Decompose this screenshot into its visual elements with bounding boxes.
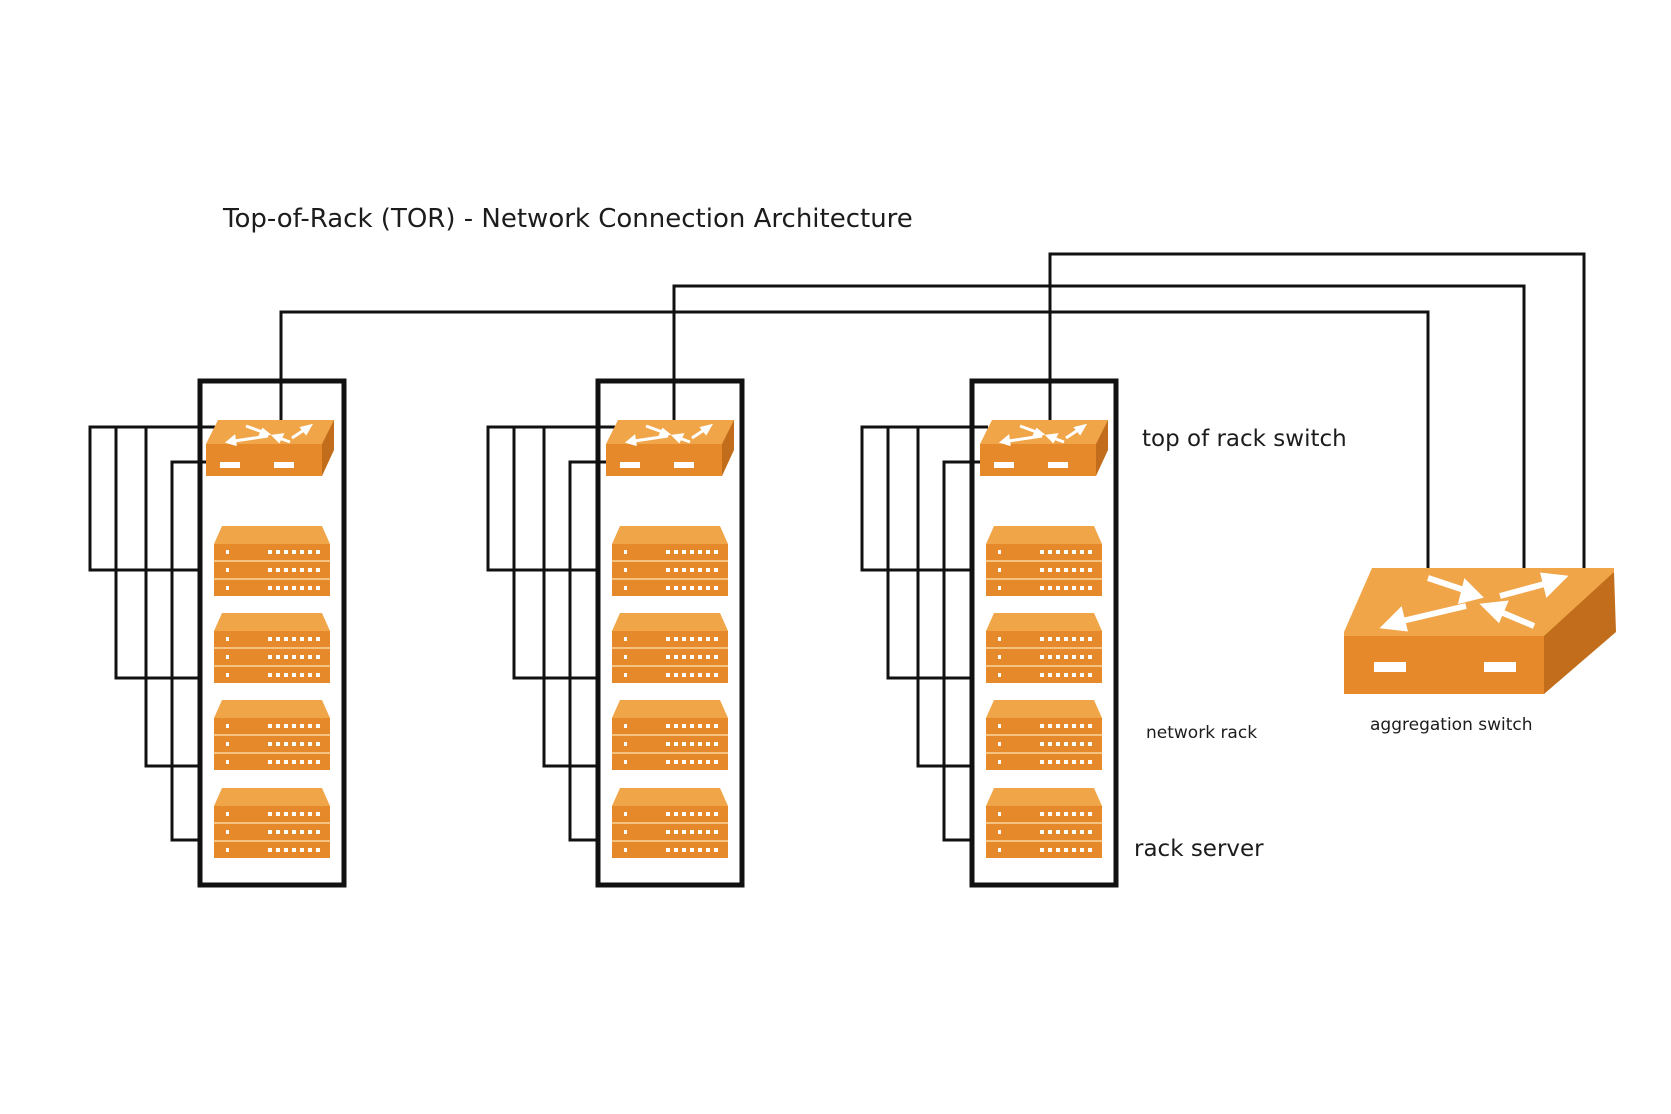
server-cabling-rack-3 — [860, 425, 988, 842]
switch-icon — [604, 418, 736, 478]
rack-server-icon — [214, 526, 330, 596]
rack-frame-2 — [595, 378, 745, 888]
rack-server-icon — [612, 788, 728, 858]
rack-server-icon — [612, 526, 728, 596]
rack-server-icon — [214, 788, 330, 858]
label-top-of-rack-switch: top of rack switch — [1142, 426, 1347, 452]
aggregation-switch-icon — [1344, 568, 1616, 694]
uplink-cables — [279, 252, 1586, 568]
label-aggregation-switch: aggregation switch — [1370, 715, 1533, 735]
diagram-title: Top-of-Rack (TOR) - Network Connection A… — [222, 204, 913, 234]
switch-icon — [978, 418, 1110, 478]
rack-server-icon — [986, 700, 1102, 770]
uplink-cable-rack-1 — [279, 310, 1430, 568]
label-rack-server: rack server — [1134, 836, 1264, 862]
rack-server-icon — [214, 613, 330, 683]
rack-frame-3 — [969, 378, 1119, 888]
uplink-cable-rack-2 — [672, 284, 1526, 568]
network-rack-2 — [486, 378, 745, 888]
server-cabling-rack-2 — [486, 425, 615, 842]
server-cabling-rack-1 — [88, 425, 215, 842]
rack-server-icon — [986, 788, 1102, 858]
label-network-rack: network rack — [1146, 723, 1257, 743]
rack-frame-1 — [197, 378, 347, 888]
rack-server-icon — [986, 613, 1102, 683]
aggregation-switch — [1344, 568, 1616, 694]
rack-server-icon — [612, 613, 728, 683]
switch-icon — [204, 418, 336, 478]
uplink-cable-rack-3 — [1048, 252, 1586, 568]
network-rack-3 — [860, 378, 1119, 888]
rack-server-icon — [612, 700, 728, 770]
rack-server-icon — [986, 526, 1102, 596]
network-rack-1 — [88, 378, 347, 888]
rack-server-icon — [214, 700, 330, 770]
